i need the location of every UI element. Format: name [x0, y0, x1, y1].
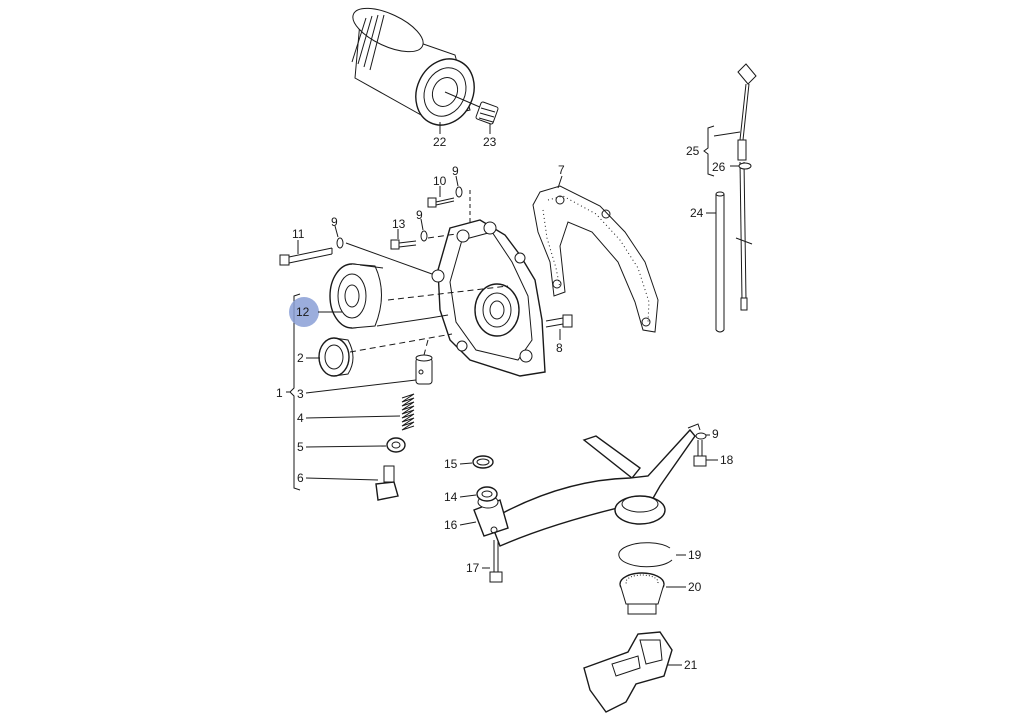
baffle-plate-part[interactable]: [583, 631, 673, 713]
callout-8[interactable]: 8: [556, 341, 563, 355]
callout-24[interactable]: 24: [690, 206, 704, 220]
oil-strainer-part[interactable]: [619, 572, 665, 615]
pipe-flange-part[interactable]: [473, 495, 509, 537]
callout-11[interactable]: 11: [292, 227, 305, 241]
washer-9-top-part[interactable]: [455, 186, 463, 198]
callout-10[interactable]: 10: [433, 174, 447, 188]
callout-13[interactable]: 13: [392, 217, 406, 231]
bolt-11-part[interactable]: [279, 247, 333, 266]
callout-23[interactable]: 23: [483, 135, 497, 149]
callout-21[interactable]: 21: [684, 658, 698, 672]
oil-pickup-pipe-part[interactable]: [489, 423, 701, 547]
callout-5[interactable]: 5: [297, 440, 304, 454]
callout-3[interactable]: 3: [297, 387, 304, 401]
callout-9-right[interactable]: 9: [712, 427, 719, 441]
callout-14[interactable]: 14: [444, 490, 458, 504]
valve-plug-part[interactable]: [375, 465, 399, 501]
callout-16[interactable]: 16: [444, 518, 458, 532]
dipstick-guide-tube-part[interactable]: [715, 191, 725, 333]
o-ring-15-part[interactable]: [472, 455, 494, 469]
oil-pump-housing-part[interactable]: [431, 219, 546, 377]
callout-1[interactable]: 1: [276, 386, 283, 400]
callout-12[interactable]: 12: [296, 305, 310, 319]
callout-9-left[interactable]: 9: [331, 215, 338, 229]
callout-19[interactable]: 19: [688, 548, 702, 562]
callout-17[interactable]: 17: [466, 561, 480, 575]
pump-gasket-part[interactable]: [532, 185, 659, 333]
callout-26[interactable]: 26: [712, 160, 726, 174]
valve-sleeve-part[interactable]: [415, 354, 433, 385]
callout-6[interactable]: 6: [297, 471, 304, 485]
spring-part[interactable]: [401, 393, 415, 431]
bolt-13-part[interactable]: [390, 239, 417, 250]
callout-2[interactable]: 2: [297, 351, 304, 365]
callout-15[interactable]: 15: [444, 457, 458, 471]
seal-ring-part[interactable]: [318, 337, 354, 377]
callout-20[interactable]: 20: [688, 580, 702, 594]
washer-9-right-part[interactable]: [695, 432, 707, 440]
callout-9-mid[interactable]: 9: [416, 208, 423, 222]
bolt-18-part[interactable]: [693, 440, 707, 467]
pump-gear-part[interactable]: [329, 263, 384, 329]
bolt-8-part[interactable]: [545, 314, 573, 328]
washer-9-left-part[interactable]: [336, 237, 344, 249]
valve-washer-part[interactable]: [386, 437, 406, 453]
callout-7[interactable]: 7: [558, 163, 565, 177]
o-ring-14-part[interactable]: [476, 486, 498, 502]
dipstick-part[interactable]: [735, 63, 757, 311]
bolt-10-part[interactable]: [427, 197, 455, 208]
bolt-17-part[interactable]: [489, 540, 503, 583]
oil-filter-part[interactable]: [347, 0, 485, 135]
threaded-nipple-part[interactable]: [475, 101, 499, 125]
washer-9-mid-part[interactable]: [420, 230, 428, 242]
callout-4[interactable]: 4: [297, 411, 304, 425]
callout-12-highlight: [289, 297, 319, 327]
callout-9-top[interactable]: 9: [452, 164, 459, 178]
callout-22[interactable]: 22: [433, 135, 447, 149]
circlip-part[interactable]: [618, 542, 673, 568]
dipstick-ring-part[interactable]: [738, 162, 752, 170]
callout-18[interactable]: 18: [720, 453, 734, 467]
callout-25[interactable]: 25: [686, 144, 700, 158]
